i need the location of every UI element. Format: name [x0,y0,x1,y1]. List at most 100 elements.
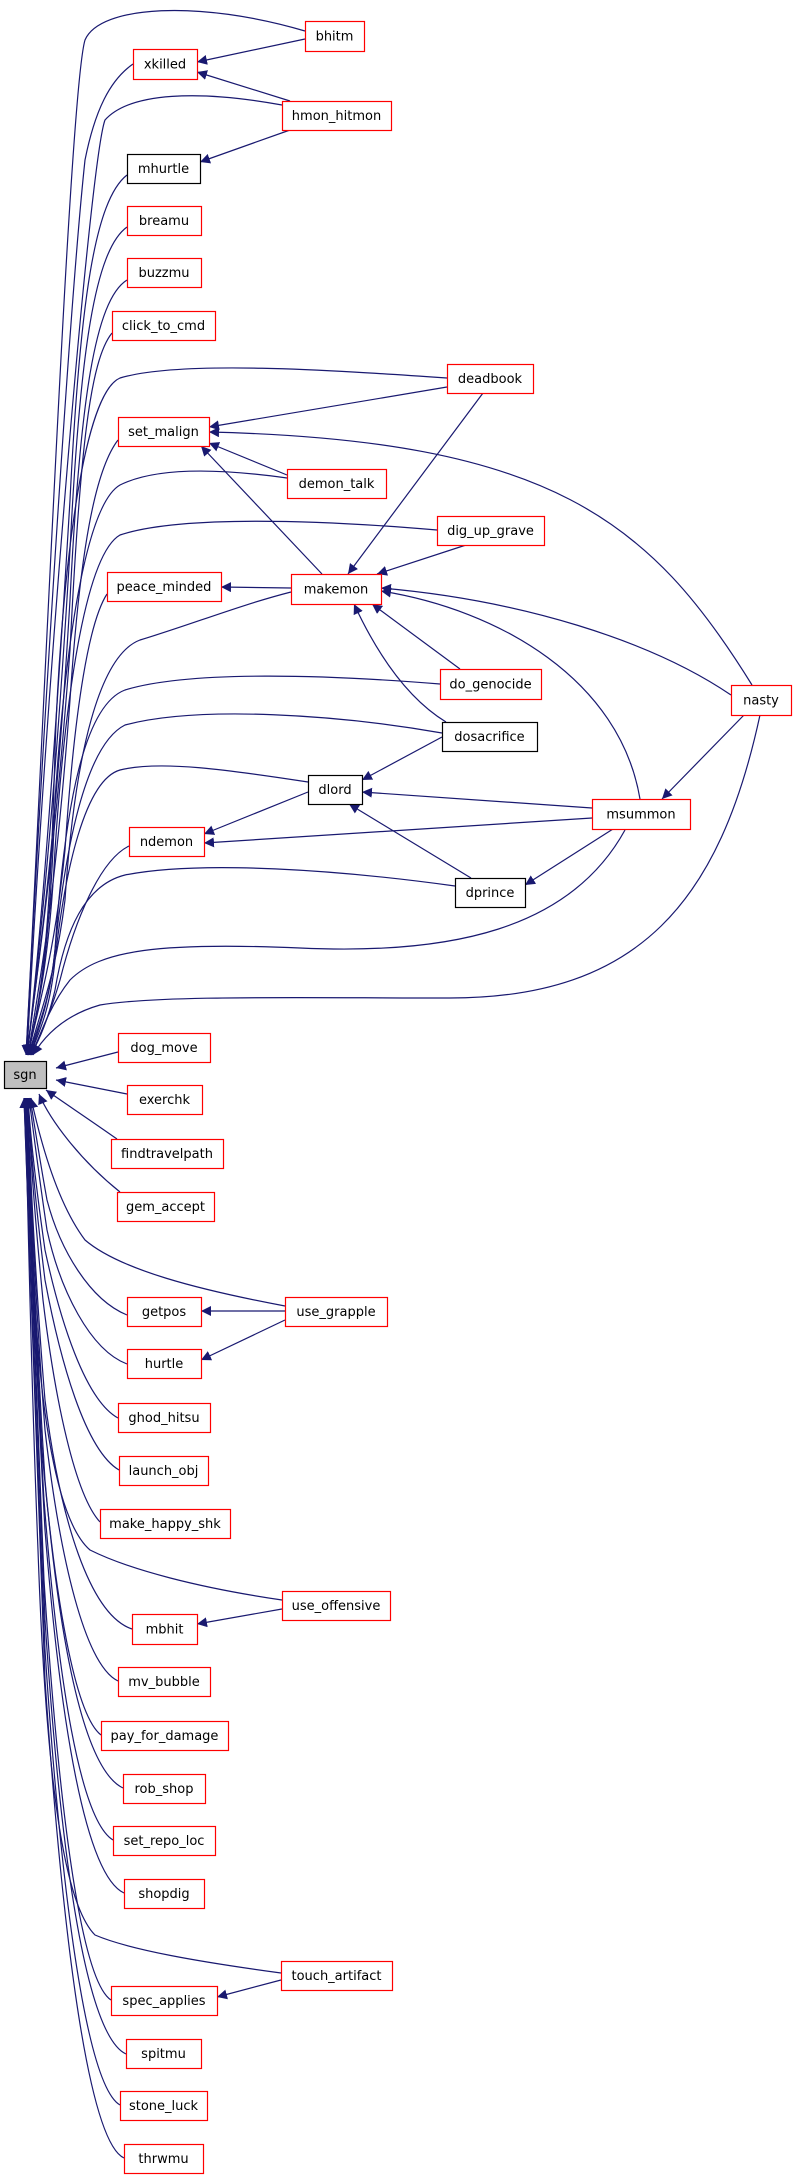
node-mbhit[interactable]: mbhit [131,1613,199,1646]
node-box-findtravelpath [110,1138,225,1170]
edge-bhitm-to-sgn [21,9,306,1056]
node-box-ghod-hitsu [117,1402,212,1434]
node-spitmu[interactable]: spitmu [125,2038,203,2070]
edge-makemon-to-set-malign [200,445,323,575]
node-label-dig-up-grave: dig_up_grave [447,524,534,539]
node-use-grapple[interactable]: use_grapple [284,1296,389,1328]
node-label-spitmu: spitmu [141,2047,186,2062]
node-nasty[interactable]: nasty [730,684,793,717]
node-box-makemon [290,573,383,606]
node-box-launch-obj [118,1455,210,1487]
node-box-mbhit [131,1613,199,1646]
node-set-repo-loc[interactable]: set_repo_loc [112,1825,217,1857]
node-label-findtravelpath: findtravelpath [121,1147,213,1162]
node-ghod-hitsu[interactable]: ghod_hitsu [117,1402,212,1434]
node-demon-talk[interactable]: demon_talk [286,468,388,500]
node-dlord[interactable]: dlord [307,774,364,806]
node-thrwmu[interactable]: thrwmu [123,2143,205,2175]
node-dprince[interactable]: dprince [454,877,527,909]
node-hmon-hitmon[interactable]: hmon_hitmon [281,100,393,132]
node-use-offensive[interactable]: use_offensive [281,1590,392,1622]
edge-deadbook-to-set-malign [208,386,448,431]
node-dosacrifice[interactable]: dosacrifice [441,721,539,753]
node-click-to-cmd[interactable]: click_to_cmd [111,310,217,342]
node-dog-move[interactable]: dog_move [117,1032,212,1064]
edge-hmon-hitmon-to-sgn [22,95,283,1056]
node-label-ndemon: ndemon [140,835,193,850]
node-make-happy-shk[interactable]: make_happy_shk [99,1508,232,1540]
node-bhitm[interactable]: bhitm [304,20,366,53]
node-box-buzzmu [126,257,203,289]
node-label-demon-talk: demon_talk [299,477,375,492]
node-gem-accept[interactable]: gem_accept [116,1191,216,1223]
node-box-sgn [3,1060,48,1090]
node-label-peace-minded: peace_minded [117,580,212,595]
node-mhurtle[interactable]: mhurtle [126,153,202,185]
node-box-mv-bubble [117,1666,212,1698]
node-box-demon-talk [286,468,388,500]
node-label-deadbook: deadbook [458,372,523,387]
node-rob-shop[interactable]: rob_shop [122,1773,207,1805]
node-label-buzzmu: buzzmu [138,266,189,281]
node-box-pay-for-damage [100,1720,230,1752]
edge-dprince-to-dlord [348,803,472,879]
edge-use-offensive-to-mbhit [196,1608,283,1628]
edge-do-genocide-to-makemon [371,603,461,670]
node-findtravelpath[interactable]: findtravelpath [110,1138,225,1170]
node-sgn[interactable]: sgn [3,1060,48,1090]
edge-dig-up-grave-to-makemon [376,544,467,576]
edge-dprince-to-sgn [30,867,456,1056]
node-exerchk[interactable]: exerchk [126,1084,204,1116]
node-launch-obj[interactable]: launch_obj [118,1455,210,1487]
edge-spitmu-to-sgn [20,1097,127,2055]
edge-dog-move-to-sgn [55,1051,119,1071]
node-label-mv-bubble: mv_bubble [128,1675,199,1690]
node-label-mbhit: mbhit [146,1623,184,1638]
node-touch-artifact[interactable]: touch_artifact [280,1960,394,1992]
node-deadbook[interactable]: deadbook [446,363,535,395]
node-ndemon[interactable]: ndemon [128,826,206,858]
node-makemon[interactable]: makemon [290,573,383,606]
edge-hurtle-to-sgn [25,1097,128,1365]
node-box-mhurtle [126,153,202,185]
edge-nasty-to-set-malign [208,427,753,686]
node-label-nasty: nasty [743,694,779,709]
node-box-rob-shop [122,1773,207,1805]
node-set-malign[interactable]: set_malign [117,416,211,448]
node-pay-for-damage[interactable]: pay_for_damage [100,1720,230,1752]
node-box-nasty [730,684,793,717]
node-label-set-repo-loc: set_repo_loc [124,1834,205,1849]
edge-set-malign-to-sgn [24,439,119,1056]
node-do-genocide[interactable]: do_genocide [439,668,543,701]
edge-nasty-to-makemon [380,583,732,696]
edge-click-to-cmd-to-sgn [23,332,113,1056]
node-mv-bubble[interactable]: mv_bubble [117,1666,212,1698]
node-dig-up-grave[interactable]: dig_up_grave [436,515,546,547]
node-hurtle[interactable]: hurtle [126,1348,203,1380]
node-label-ghod-hitsu: ghod_hitsu [128,1411,199,1426]
node-breamu[interactable]: breamu [126,205,203,237]
node-label-thrwmu: thrwmu [138,2152,188,2167]
edge-makemon-to-sgn [26,591,292,1056]
node-label-dosacrifice: dosacrifice [454,730,524,745]
node-box-dprince [454,877,527,909]
edge-getpos-to-sgn [26,1097,128,1316]
node-box-hmon-hitmon [281,100,393,132]
node-shopdig[interactable]: shopdig [123,1878,206,1910]
node-box-touch-artifact [280,1960,394,1992]
edge-demon-talk-to-set-malign [208,442,288,476]
edge-msummon-to-makemon [380,587,641,800]
node-stone-luck[interactable]: stone_luck [119,2090,209,2122]
edge-dosacrifice-to-makemon [353,603,447,723]
node-peace-minded[interactable]: peace_minded [106,571,223,603]
node-label-breamu: breamu [139,214,189,229]
node-box-do-genocide [439,668,543,701]
node-msummon[interactable]: msummon [591,798,692,831]
node-buzzmu[interactable]: buzzmu [126,257,203,289]
node-label-dog-move: dog_move [130,1041,197,1056]
node-spec-applies[interactable]: spec_applies [110,1985,219,2017]
edge-mv-bubble-to-sgn [22,1097,119,1682]
edge-make-happy-shk-to-sgn [23,1097,101,1523]
node-xkilled[interactable]: xkilled [132,48,199,81]
node-getpos[interactable]: getpos [126,1296,203,1328]
